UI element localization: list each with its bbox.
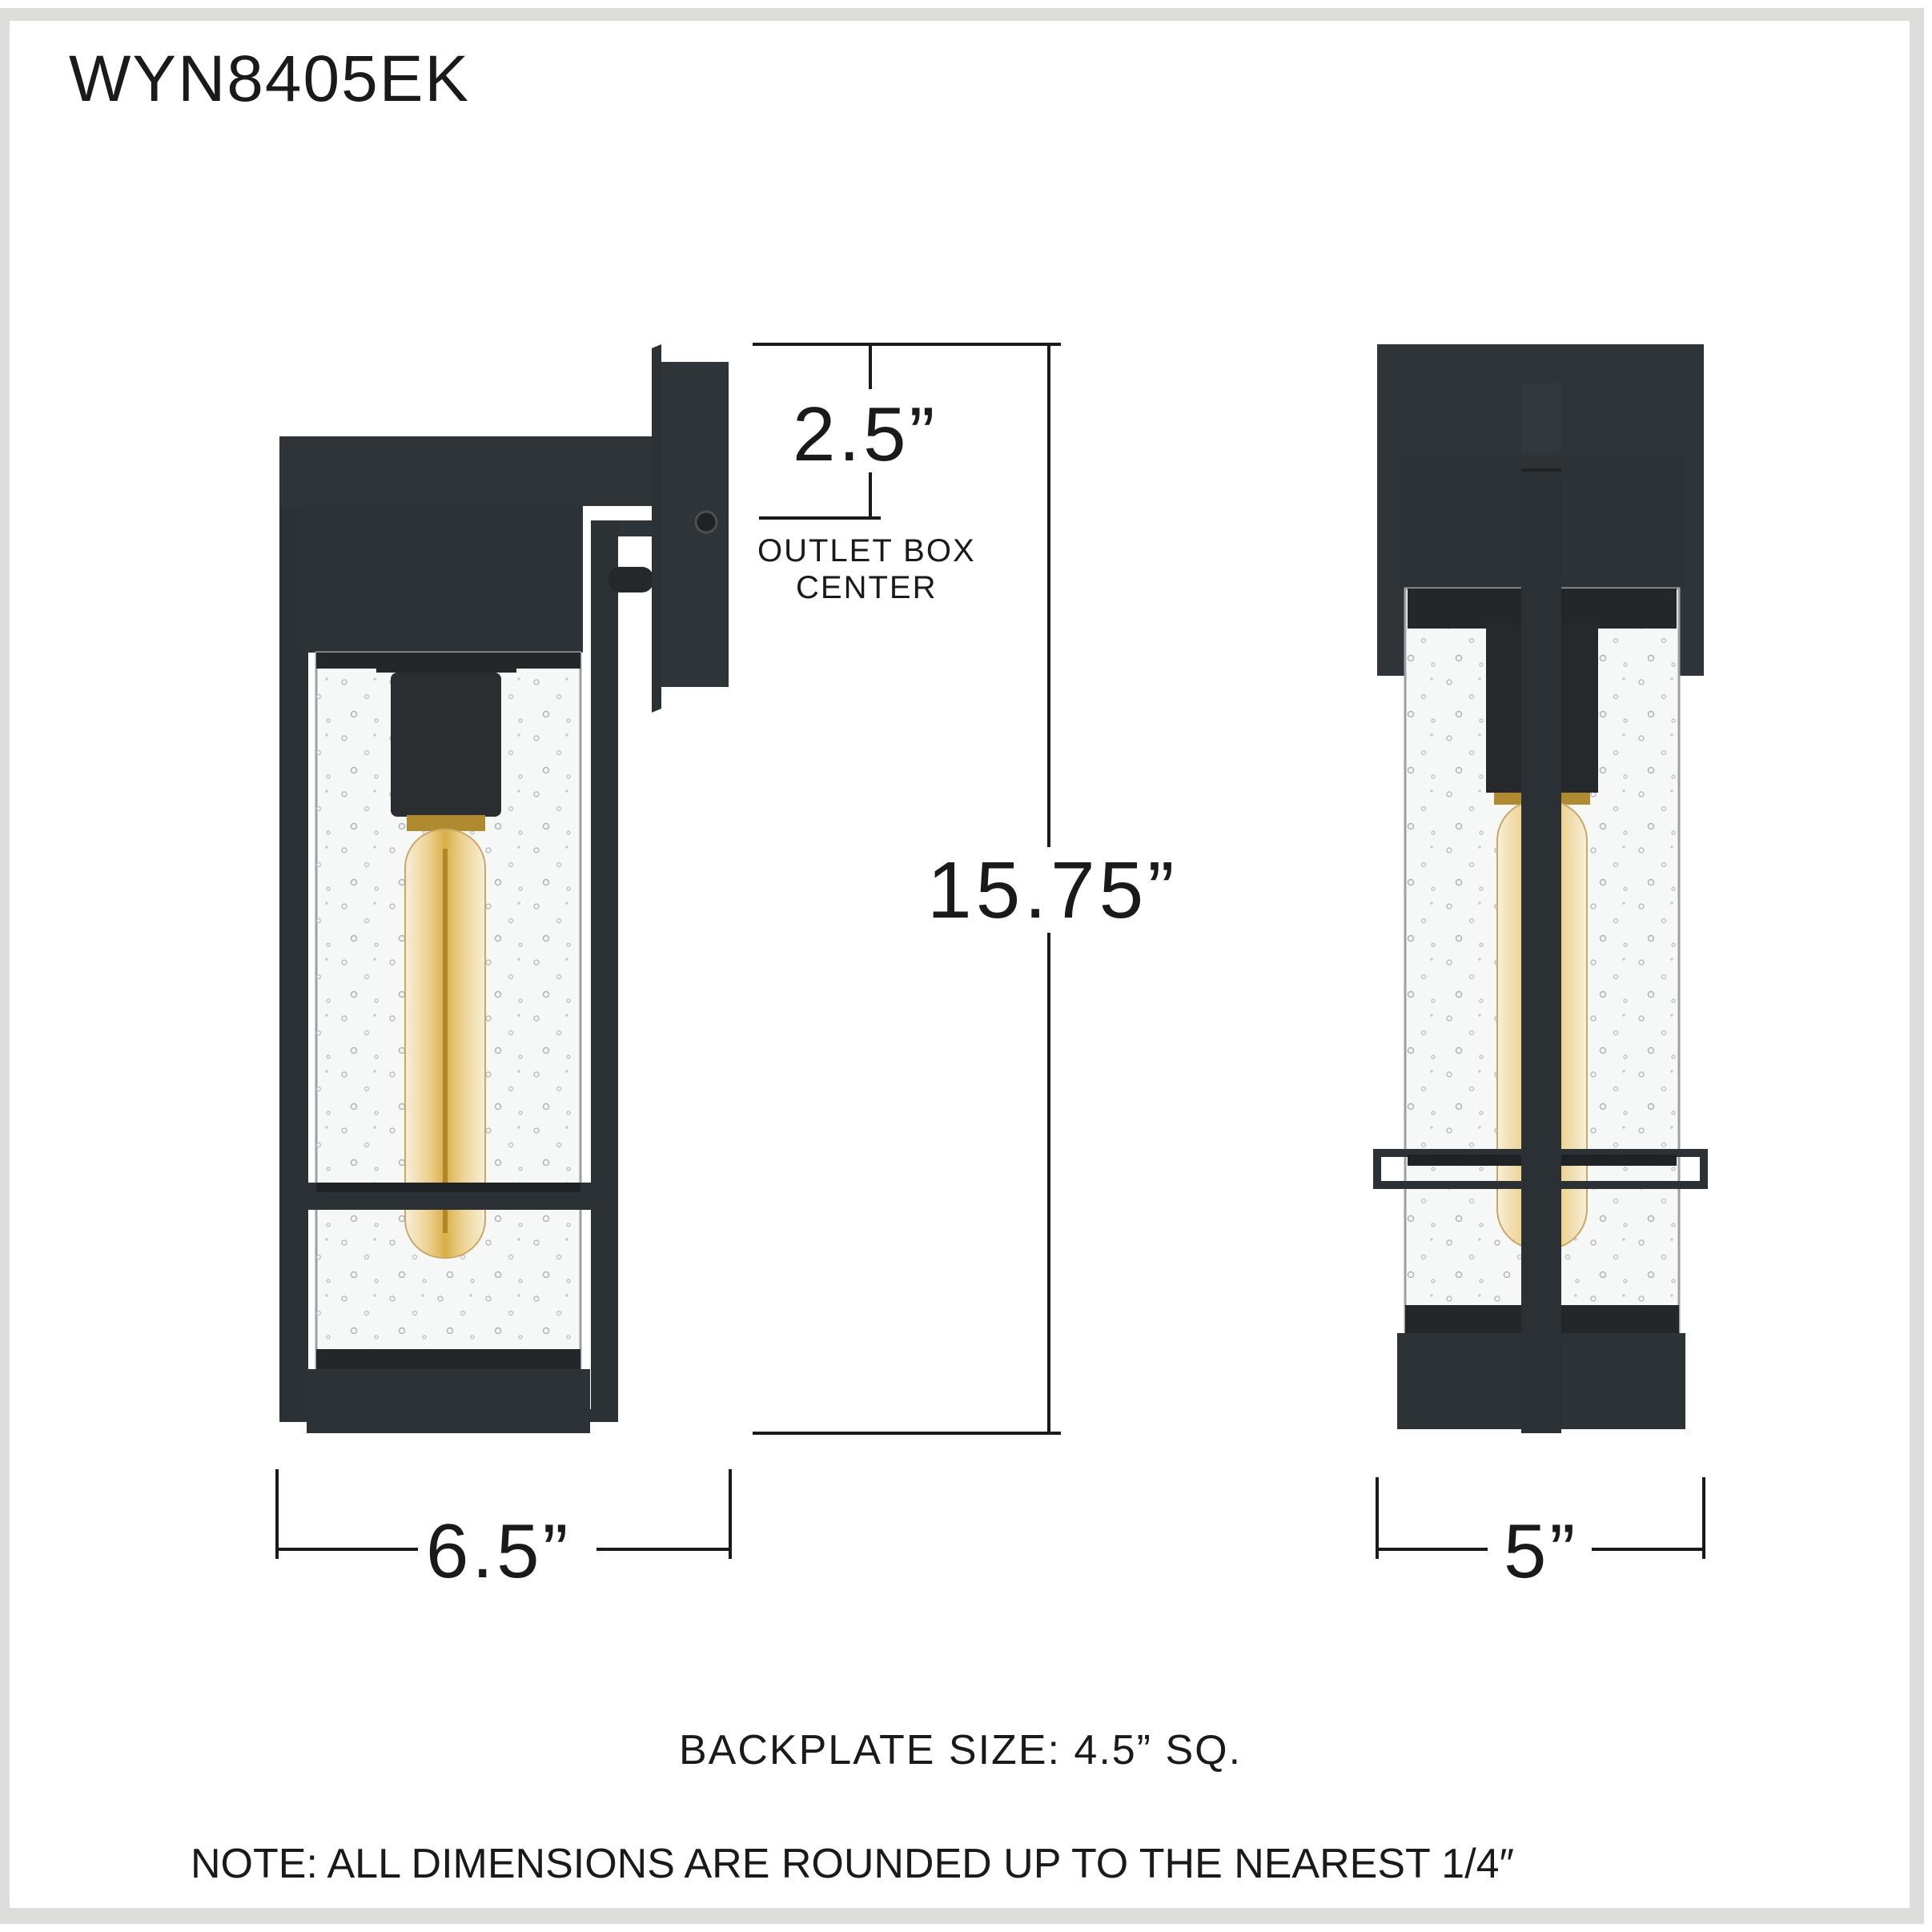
front-view-fixture: [1373, 344, 1708, 1433]
backplate-size-note: BACKPLATE SIZE: 4.5” SQ.: [679, 1727, 1243, 1773]
side-width-dimension-label: 6.5”: [426, 1508, 572, 1594]
height-dimension-label: 15.75”: [927, 846, 1179, 935]
page-border: [0, 8, 1924, 1924]
model-number-title: WYN8405EK: [69, 42, 471, 115]
dimension-lines: [275, 343, 1705, 1559]
outlet-box-label-line1: OUTLET BOX: [757, 533, 976, 568]
rounding-note: NOTE: ALL DIMENSIONS ARE ROUNDED UP TO T…: [191, 1841, 1515, 1887]
front-width-dimension-label: 5”: [1504, 1508, 1579, 1594]
outlet-box-offset-label: 2.5”: [793, 392, 938, 477]
outlet-box-label-line2: CENTER: [796, 570, 938, 605]
side-view-fixture: [279, 344, 729, 1433]
